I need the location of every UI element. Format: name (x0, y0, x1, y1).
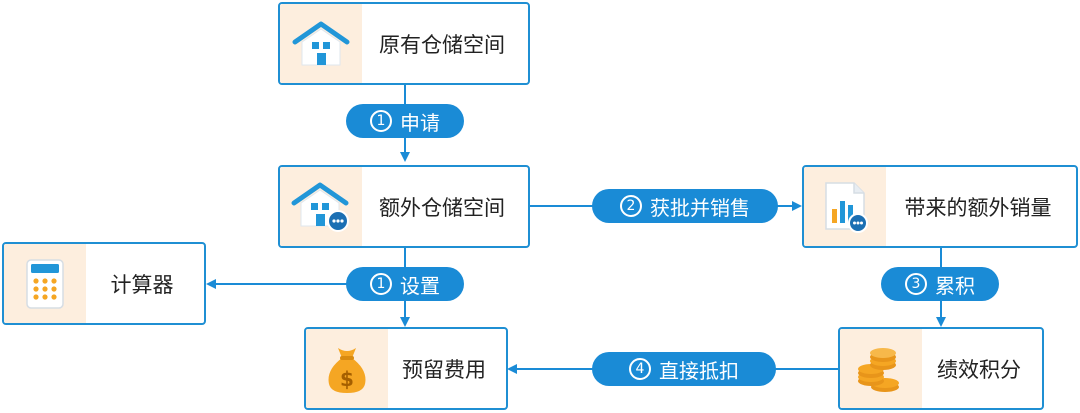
step-accumulate: 3 累积 (881, 267, 999, 301)
node-label: 额外仓储空间 (379, 195, 505, 220)
step-label: 直接抵扣 (659, 358, 739, 383)
step-apply: 1 申请 (346, 104, 464, 138)
step-approve-sell: 2 获批并销售 (592, 189, 778, 223)
step-number-badge: 1 (370, 273, 392, 295)
node-original-storage: 原有仓储空间 (278, 2, 530, 85)
node-label: 带来的额外销量 (904, 195, 1052, 220)
house-chat-icon (280, 167, 362, 246)
step-number-badge: 2 (620, 195, 642, 217)
node-label: 计算器 (110, 272, 174, 297)
step-setup: 1 设置 (346, 267, 464, 301)
node-reserved-fee: $ 预留费用 (304, 327, 508, 410)
step-number-badge: 1 (370, 110, 392, 132)
step-number-badge: 4 (629, 358, 651, 380)
step-label: 设置 (400, 273, 440, 298)
step-label: 获批并销售 (650, 195, 750, 220)
step-deduct: 4 直接抵扣 (592, 352, 776, 386)
step-label: 申请 (400, 110, 440, 135)
coin-stack-icon (840, 329, 922, 408)
node-label: 绩效积分 (937, 357, 1021, 382)
svg-text:$: $ (340, 367, 354, 391)
node-calculator: 计算器 (2, 242, 206, 325)
node-label: 原有仓储空间 (379, 32, 505, 57)
step-label: 累积 (935, 273, 975, 298)
calculator-icon (4, 244, 86, 323)
node-extra-sales: 带来的额外销量 (802, 165, 1078, 248)
money-bag-icon: $ (306, 329, 388, 408)
step-number-badge: 3 (905, 273, 927, 295)
node-label: 预留费用 (402, 357, 486, 382)
bar-chart-document-icon (804, 167, 886, 246)
house-icon (280, 4, 362, 83)
node-extra-storage: 额外仓储空间 (278, 165, 530, 248)
node-performance-points: 绩效积分 (838, 327, 1044, 410)
